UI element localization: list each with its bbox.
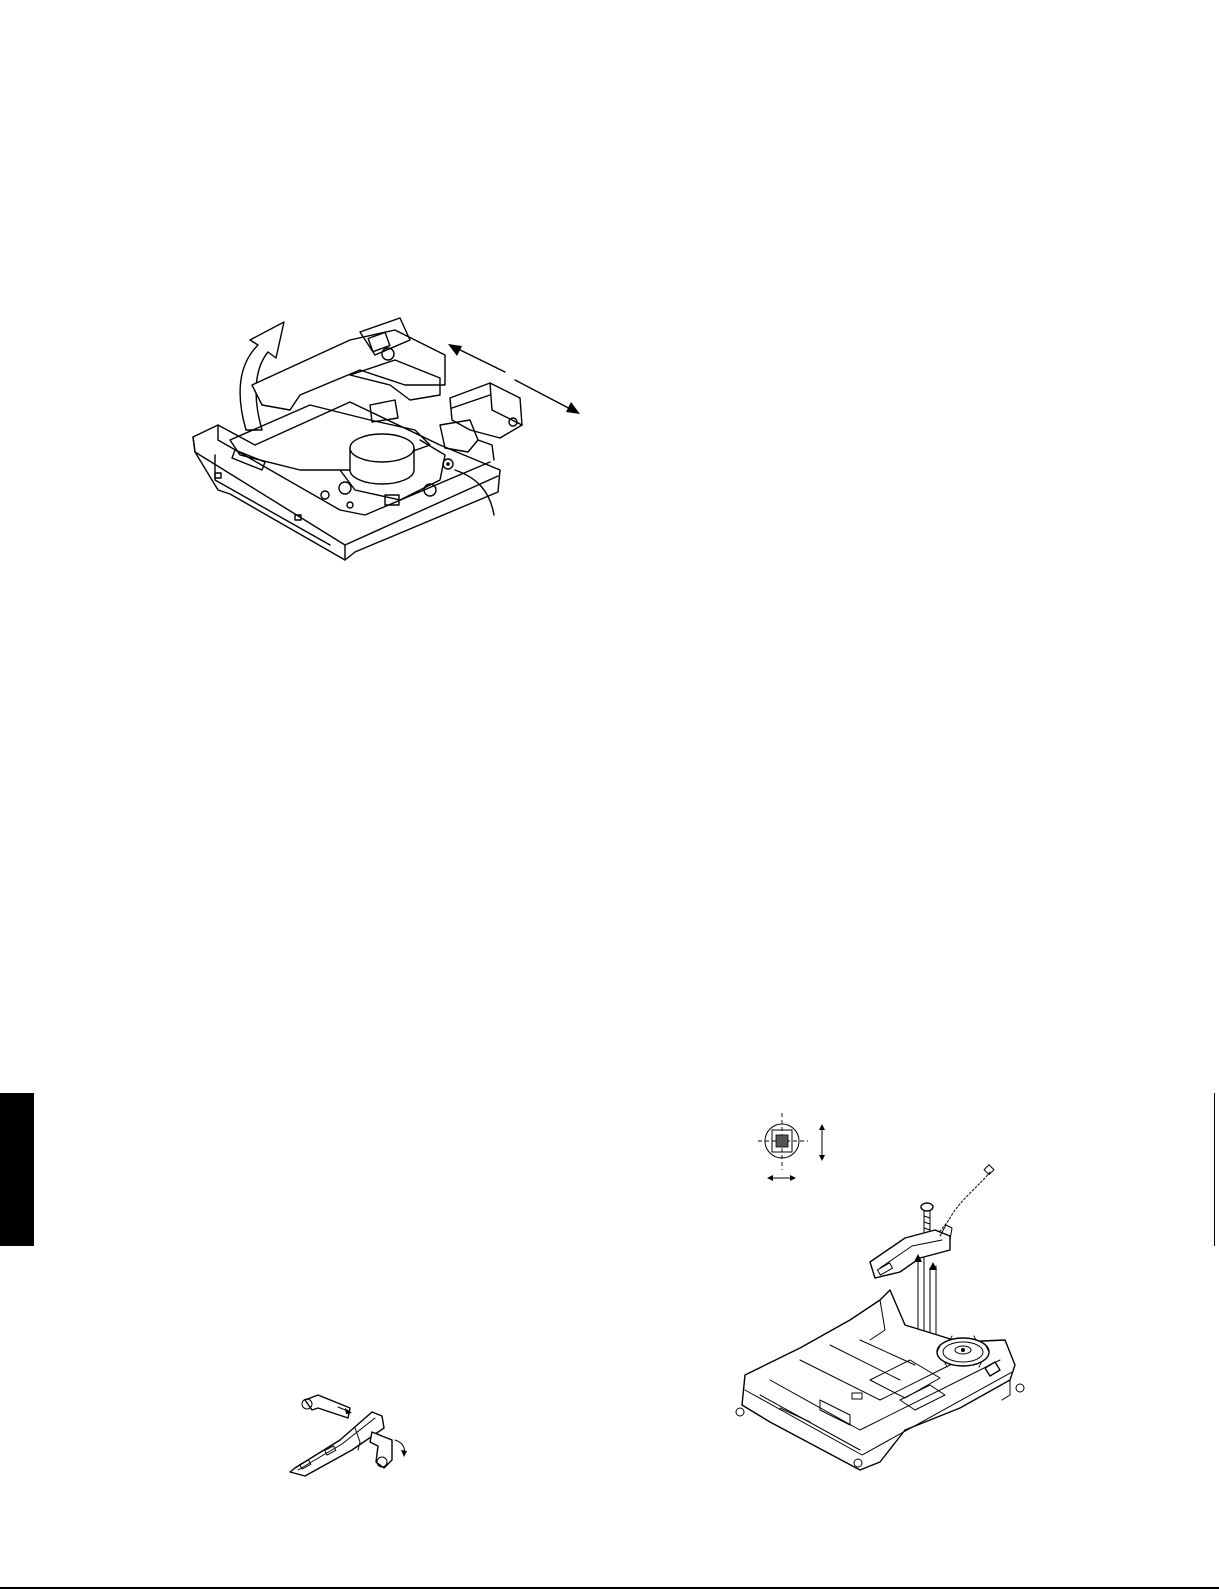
lever-part-drawing — [0, 0, 1219, 1589]
